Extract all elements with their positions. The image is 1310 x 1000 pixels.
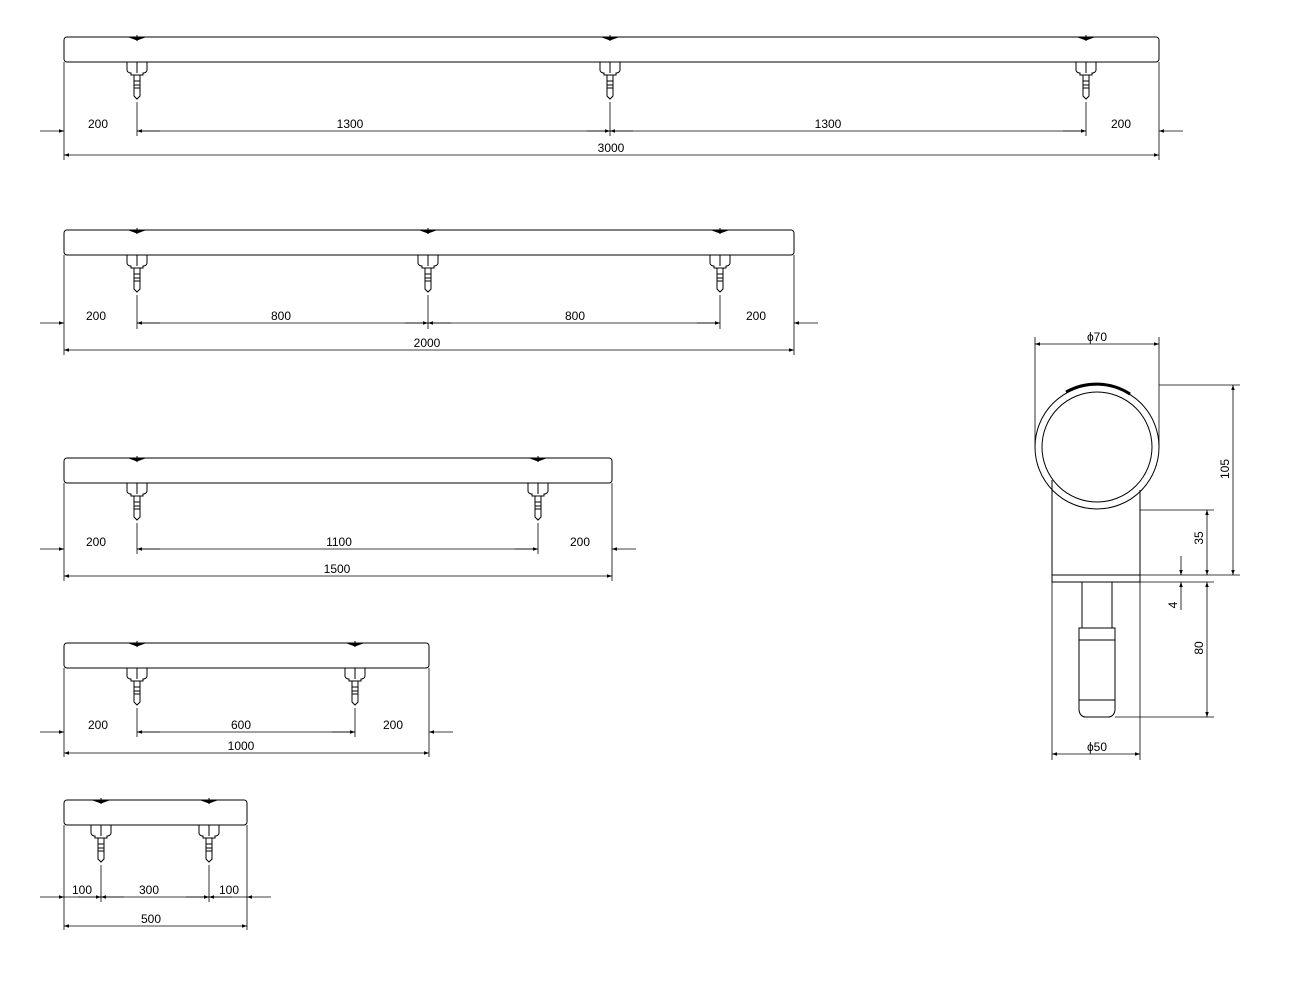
plate-thickness-label: 4 <box>1166 601 1180 608</box>
dimension-label: 800 <box>565 309 585 323</box>
bracket-group <box>126 641 366 706</box>
bracket-group <box>126 456 549 521</box>
rail-bracket <box>126 456 148 521</box>
rail-1500-view: 200 1100 200 1500 <box>40 456 636 581</box>
rail-bracket <box>126 35 148 100</box>
overall-dimension-label: 2000 <box>414 336 441 350</box>
rail-bracket <box>198 798 220 863</box>
dimension-label: 1300 <box>337 117 364 131</box>
rail-bracket <box>90 798 112 863</box>
rail-tube <box>63 457 613 484</box>
rail-bracket <box>709 228 731 293</box>
overall-height-label: 105 <box>1218 459 1232 479</box>
dimension-label: 1300 <box>815 117 842 131</box>
dimension-label: 200 <box>88 718 108 732</box>
dimension-lines <box>40 483 636 581</box>
section-view <box>1034 337 1240 760</box>
rail-tube <box>63 642 430 669</box>
rail-bracket <box>126 641 148 706</box>
bracket-group <box>126 35 1097 100</box>
rail-tube <box>63 229 795 256</box>
rail-bracket <box>599 35 621 100</box>
dimension-label: 200 <box>570 535 590 549</box>
anchor-length-label: 80 <box>1192 641 1206 655</box>
rail-3000-view: 200 1300 1300 200 3000 <box>40 35 1183 160</box>
rail-bracket <box>344 641 366 706</box>
dimension-label: 200 <box>746 309 766 323</box>
rail-1000-view: 200 600 200 1000 <box>40 641 453 757</box>
bracket-group <box>126 228 731 293</box>
rail-bracket <box>1075 35 1097 100</box>
anchor-body <box>1078 640 1116 718</box>
dimension-label: 800 <box>271 309 291 323</box>
base-diameter-label: ϕ50 <box>1087 740 1107 754</box>
tube-highlight <box>1065 382 1131 396</box>
dimension-label: 200 <box>88 117 108 131</box>
base-plate <box>1051 574 1141 583</box>
tube-diameter-label: ϕ70 <box>1087 330 1107 344</box>
dimension-label: 200 <box>86 535 106 549</box>
dimension-lines <box>40 62 1183 160</box>
bracket-group <box>90 798 220 863</box>
dimension-label: 100 <box>219 883 239 897</box>
overall-dimension-label: 500 <box>141 912 161 926</box>
dimension-label: 300 <box>139 883 159 897</box>
anchor-sleeve <box>1078 627 1116 641</box>
bracket-height-label: 35 <box>1192 531 1206 545</box>
rail-500-view: 100 300 100 500 <box>40 798 271 930</box>
dimension-lines <box>40 668 453 757</box>
dimension-lines <box>40 825 271 930</box>
overall-dimension-label: 3000 <box>598 141 625 155</box>
dimension-label: 200 <box>383 718 403 732</box>
dimension-label: 1100 <box>326 535 352 549</box>
rail-bracket <box>527 456 549 521</box>
rail-tube <box>63 799 248 826</box>
rail-tube <box>63 36 1160 63</box>
dimension-lines <box>40 255 818 355</box>
dimension-label: 600 <box>231 718 251 732</box>
tube-inner-edge <box>1041 391 1153 503</box>
dimension-label: 100 <box>72 883 92 897</box>
rail-bracket <box>417 228 439 293</box>
dimension-label: 200 <box>86 309 106 323</box>
dimension-label: 200 <box>1111 117 1131 131</box>
overall-dimension-label: 1000 <box>228 739 255 753</box>
rail-bracket <box>126 228 148 293</box>
rail-2000-view: 200 800 800 200 2000 <box>40 228 818 355</box>
overall-dimension-label: 1500 <box>324 562 351 576</box>
